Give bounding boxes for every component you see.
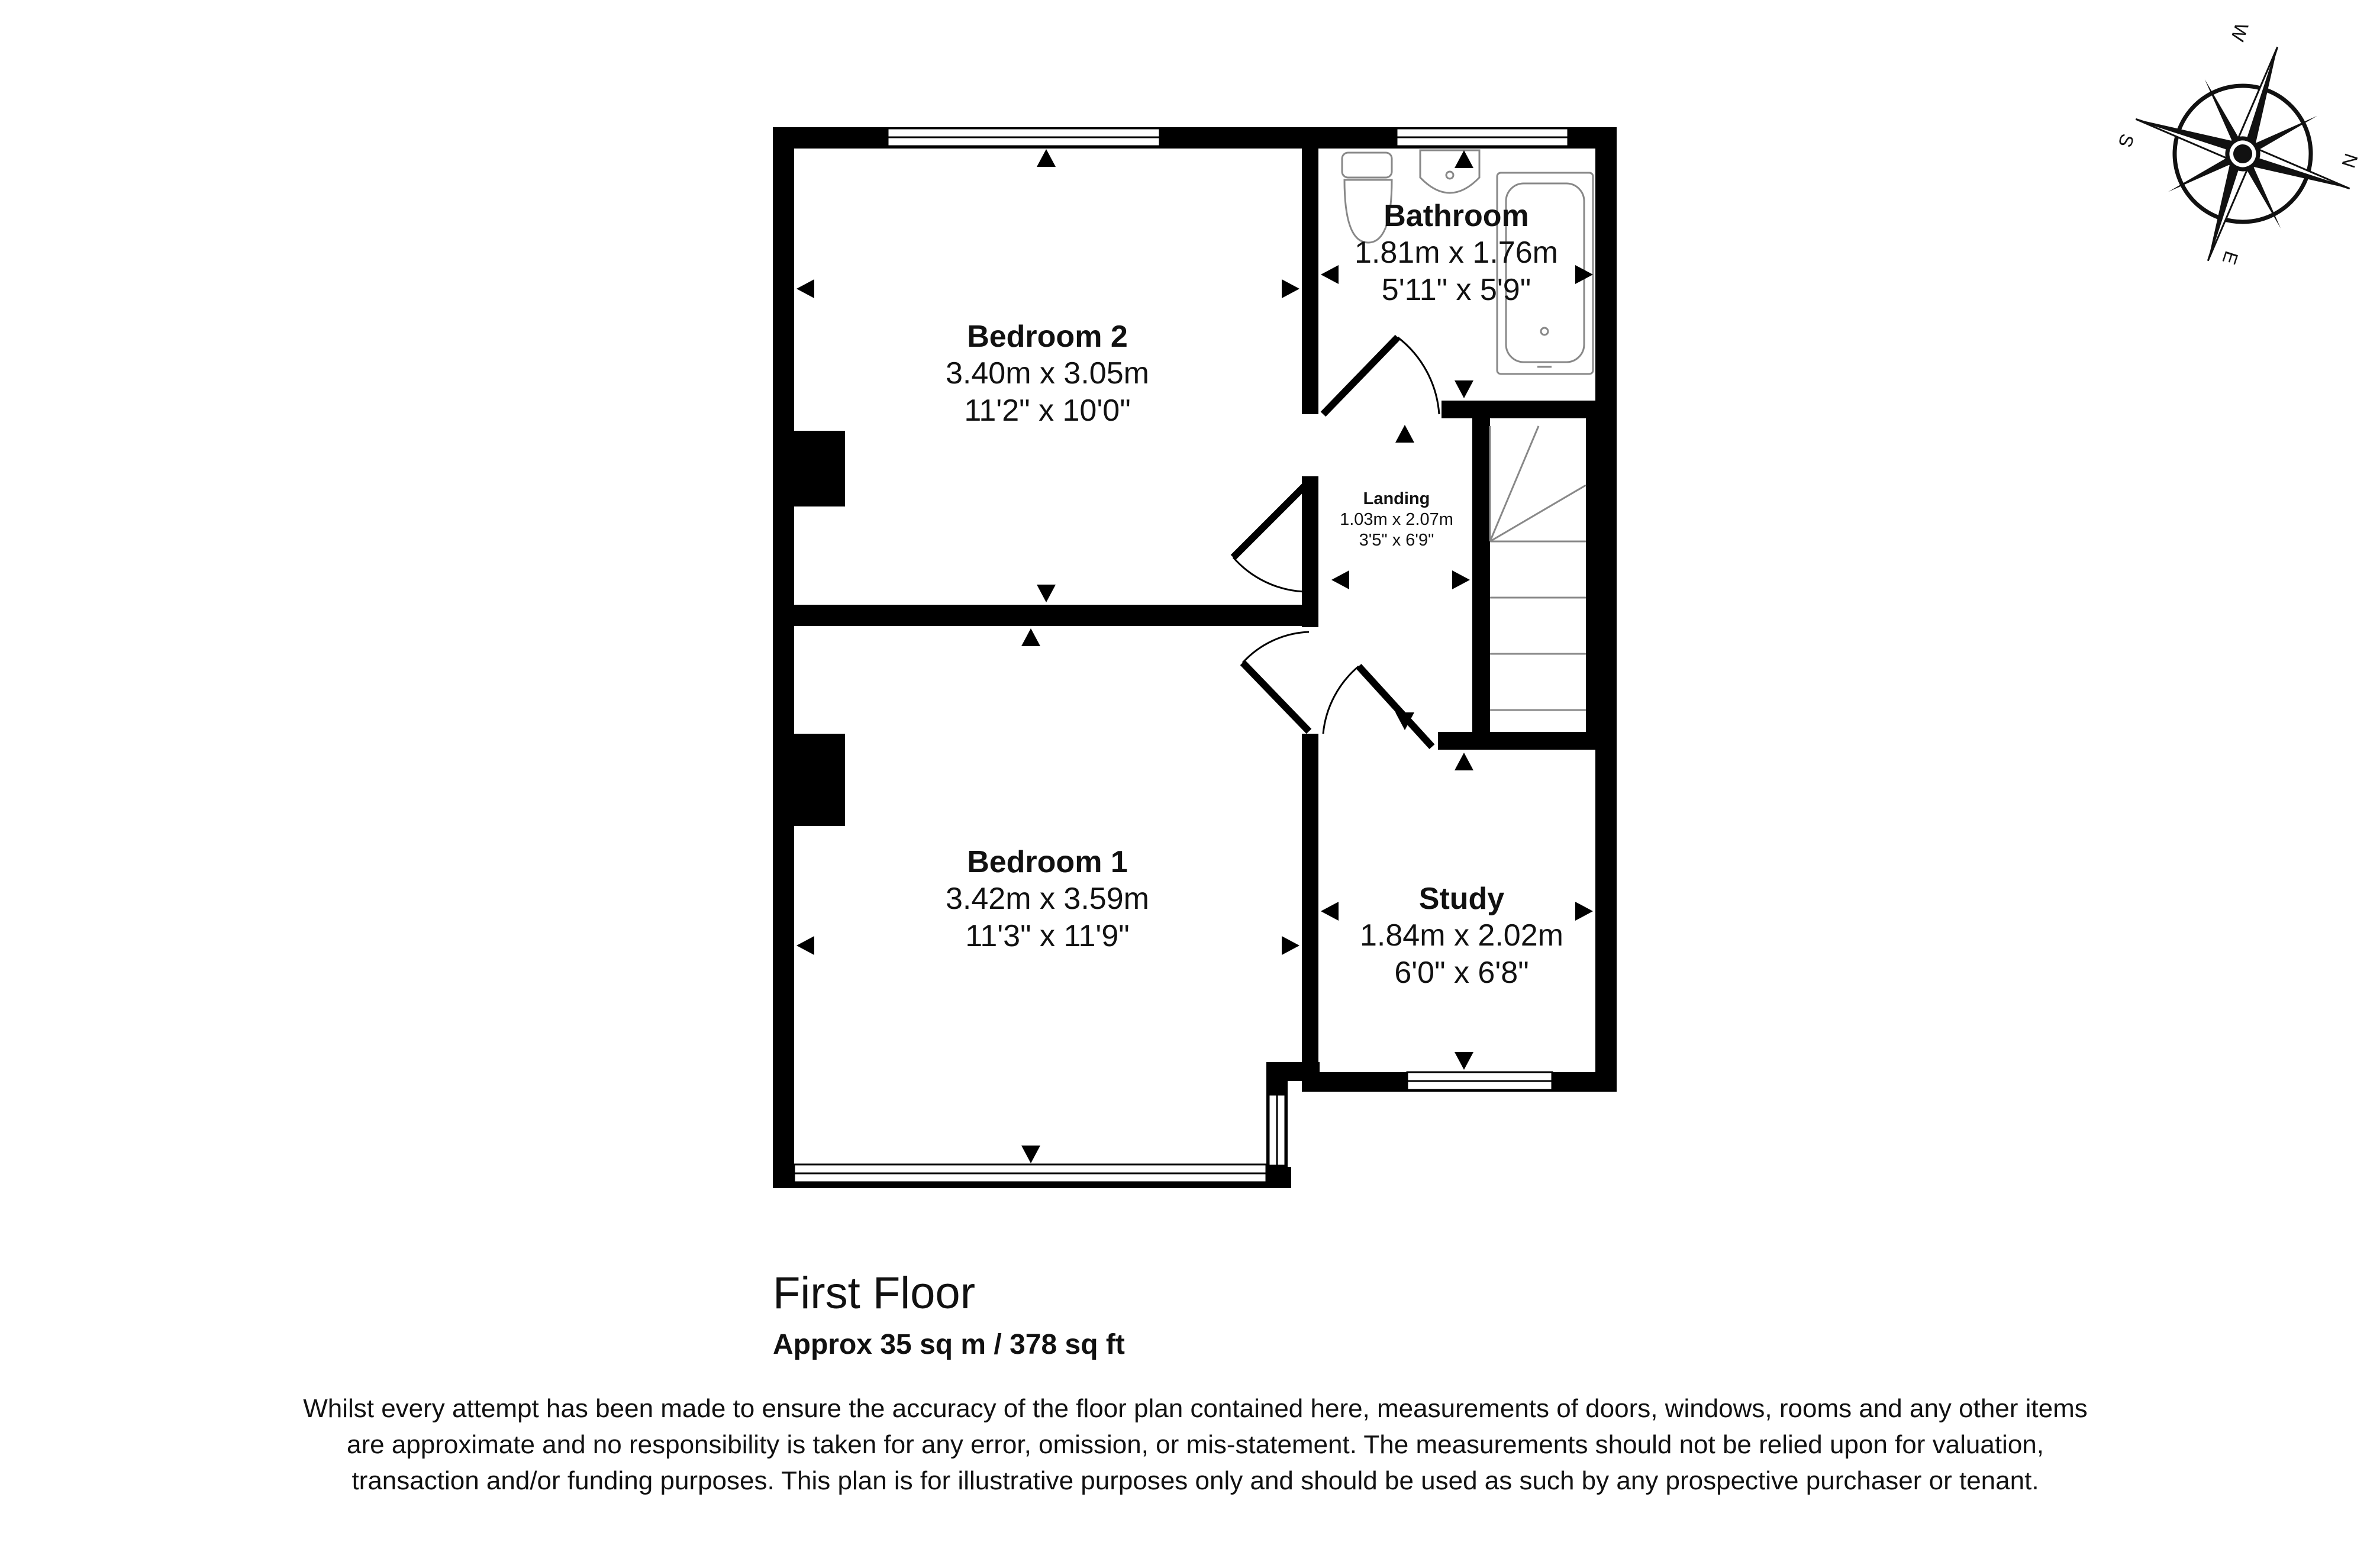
compass-rose	[2135, 46, 2350, 262]
disclaimer-text: Whilst every attempt has been made to en…	[303, 1394, 2088, 1495]
room-dimensions-metric: 3.40m x 3.05m	[946, 356, 1149, 391]
room-name: Bathroom	[1384, 199, 1529, 233]
room-dimensions-metric: 1.84m x 2.02m	[1360, 918, 1563, 953]
room-dimensions-metric: 1.03m x 2.07m	[1340, 509, 1453, 529]
toilet-bowl	[1343, 179, 1393, 244]
room-dimensions-imperial: 6'0" x 6'8"	[1394, 955, 1529, 990]
room-name: Study	[1418, 882, 1505, 916]
compass-s: S	[2114, 131, 2139, 150]
toilet-cistern	[1341, 151, 1393, 179]
room-label-study: Study 1.84m x 2.02m 6'0" x 6'8"	[1343, 880, 1580, 991]
basin	[1419, 149, 1481, 194]
room-dimensions-imperial: 5'11" x 5'9"	[1381, 272, 1531, 307]
room-name: Landing	[1363, 489, 1430, 508]
room-dimensions-imperial: 3'5" x 6'9"	[1359, 530, 1434, 550]
room-label-bathroom: Bathroom 1.81m x 1.76m 5'11" x 5'9"	[1341, 198, 1572, 308]
windows	[793, 127, 1569, 1183]
floor-title: First Floor	[773, 1268, 975, 1318]
room-label-bedroom-2: Bedroom 2 3.40m x 3.05m 11'2" x 10'0"	[929, 318, 1166, 429]
room-label-bedroom-1: Bedroom 1 3.42m x 3.59m 11'3" x 11'9"	[923, 844, 1172, 954]
compass-e: E	[2218, 249, 2243, 267]
room-name: Bedroom 2	[967, 320, 1128, 354]
room-dimensions-metric: 3.42m x 3.59m	[946, 882, 1149, 917]
doors	[1230, 334, 1440, 750]
bath	[1496, 172, 1594, 375]
staircase	[1489, 425, 1586, 711]
compass-n: N	[2337, 151, 2362, 170]
compass-w: W	[2227, 20, 2253, 44]
dimension-arrows	[796, 149, 1593, 1163]
room-dimensions-imperial: 11'3" x 11'9"	[965, 918, 1130, 953]
room-dimensions-imperial: 11'2" x 10'0"	[964, 393, 1131, 428]
room-dimensions-metric: 1.81m x 1.76m	[1355, 235, 1558, 270]
floor-area: Approx 35 sq m / 378 sq ft	[773, 1329, 1125, 1360]
room-label-landing: Landing 1.03m x 2.07m 3'5" x 6'9"	[1326, 489, 1468, 550]
room-name: Bedroom 1	[967, 845, 1128, 879]
